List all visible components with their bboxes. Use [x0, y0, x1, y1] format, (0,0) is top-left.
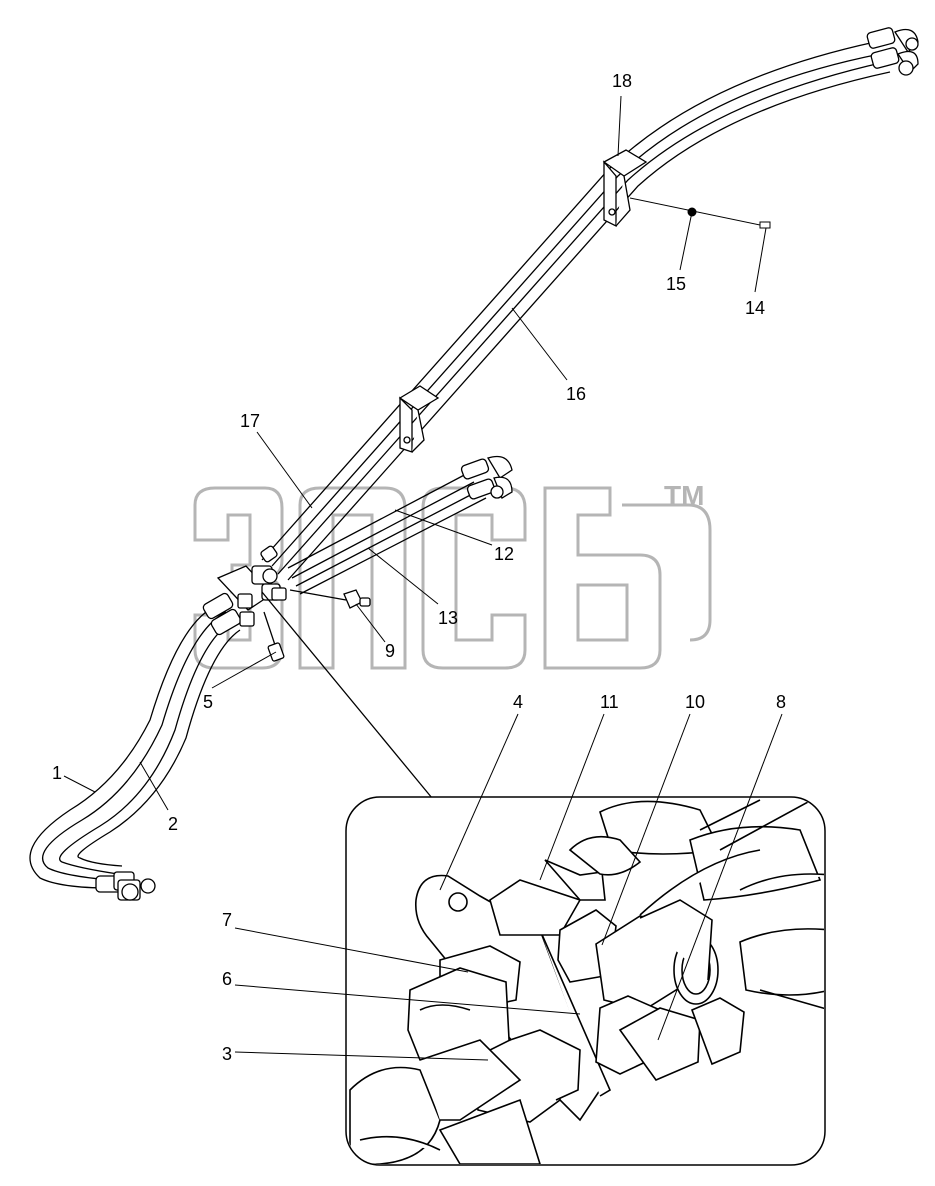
- callout-2: 2: [168, 814, 178, 834]
- short-hose-assembly: [287, 471, 487, 595]
- clamp-bracket-middle: [398, 385, 440, 453]
- bolt-and-nut: [629, 197, 771, 229]
- leader-lines: [63, 95, 783, 1061]
- lower-hose-assembly: [29, 604, 241, 889]
- long-hose-assembly: [261, 41, 891, 581]
- callout-17: 17: [240, 411, 260, 431]
- fitting-9: [289, 589, 371, 609]
- callout-13: 13: [438, 608, 458, 628]
- hose-end-fittings-top: [866, 27, 919, 76]
- callout-1: 1: [52, 763, 62, 783]
- callout-11: 11: [600, 692, 619, 712]
- detail-view-content: [349, 798, 824, 1164]
- hose-end-fittings-bottom: [95, 871, 156, 901]
- callout-3: 3: [222, 1044, 232, 1064]
- watermark-trademark: TM: [664, 480, 704, 511]
- detail-leader-line: [261, 591, 433, 799]
- callout-labels: 18 15 14 16 17 12 13 9 5 1 2 4 11 10 8 7…: [52, 71, 786, 1064]
- callout-5: 5: [203, 692, 213, 712]
- callout-18: 18: [612, 71, 632, 91]
- callout-10: 10: [685, 692, 705, 712]
- manifold-block: [202, 545, 287, 636]
- callout-4: 4: [513, 692, 523, 712]
- callout-16: 16: [566, 384, 586, 404]
- hose-end-fittings-mid: [460, 455, 513, 500]
- callout-15: 15: [666, 274, 686, 294]
- callout-7: 7: [222, 910, 232, 930]
- callout-6: 6: [222, 969, 232, 989]
- callout-14: 14: [745, 298, 765, 318]
- callout-12: 12: [494, 544, 514, 564]
- callout-8: 8: [776, 692, 786, 712]
- clamp-bracket-upper: [602, 149, 648, 228]
- callout-9: 9: [385, 641, 395, 661]
